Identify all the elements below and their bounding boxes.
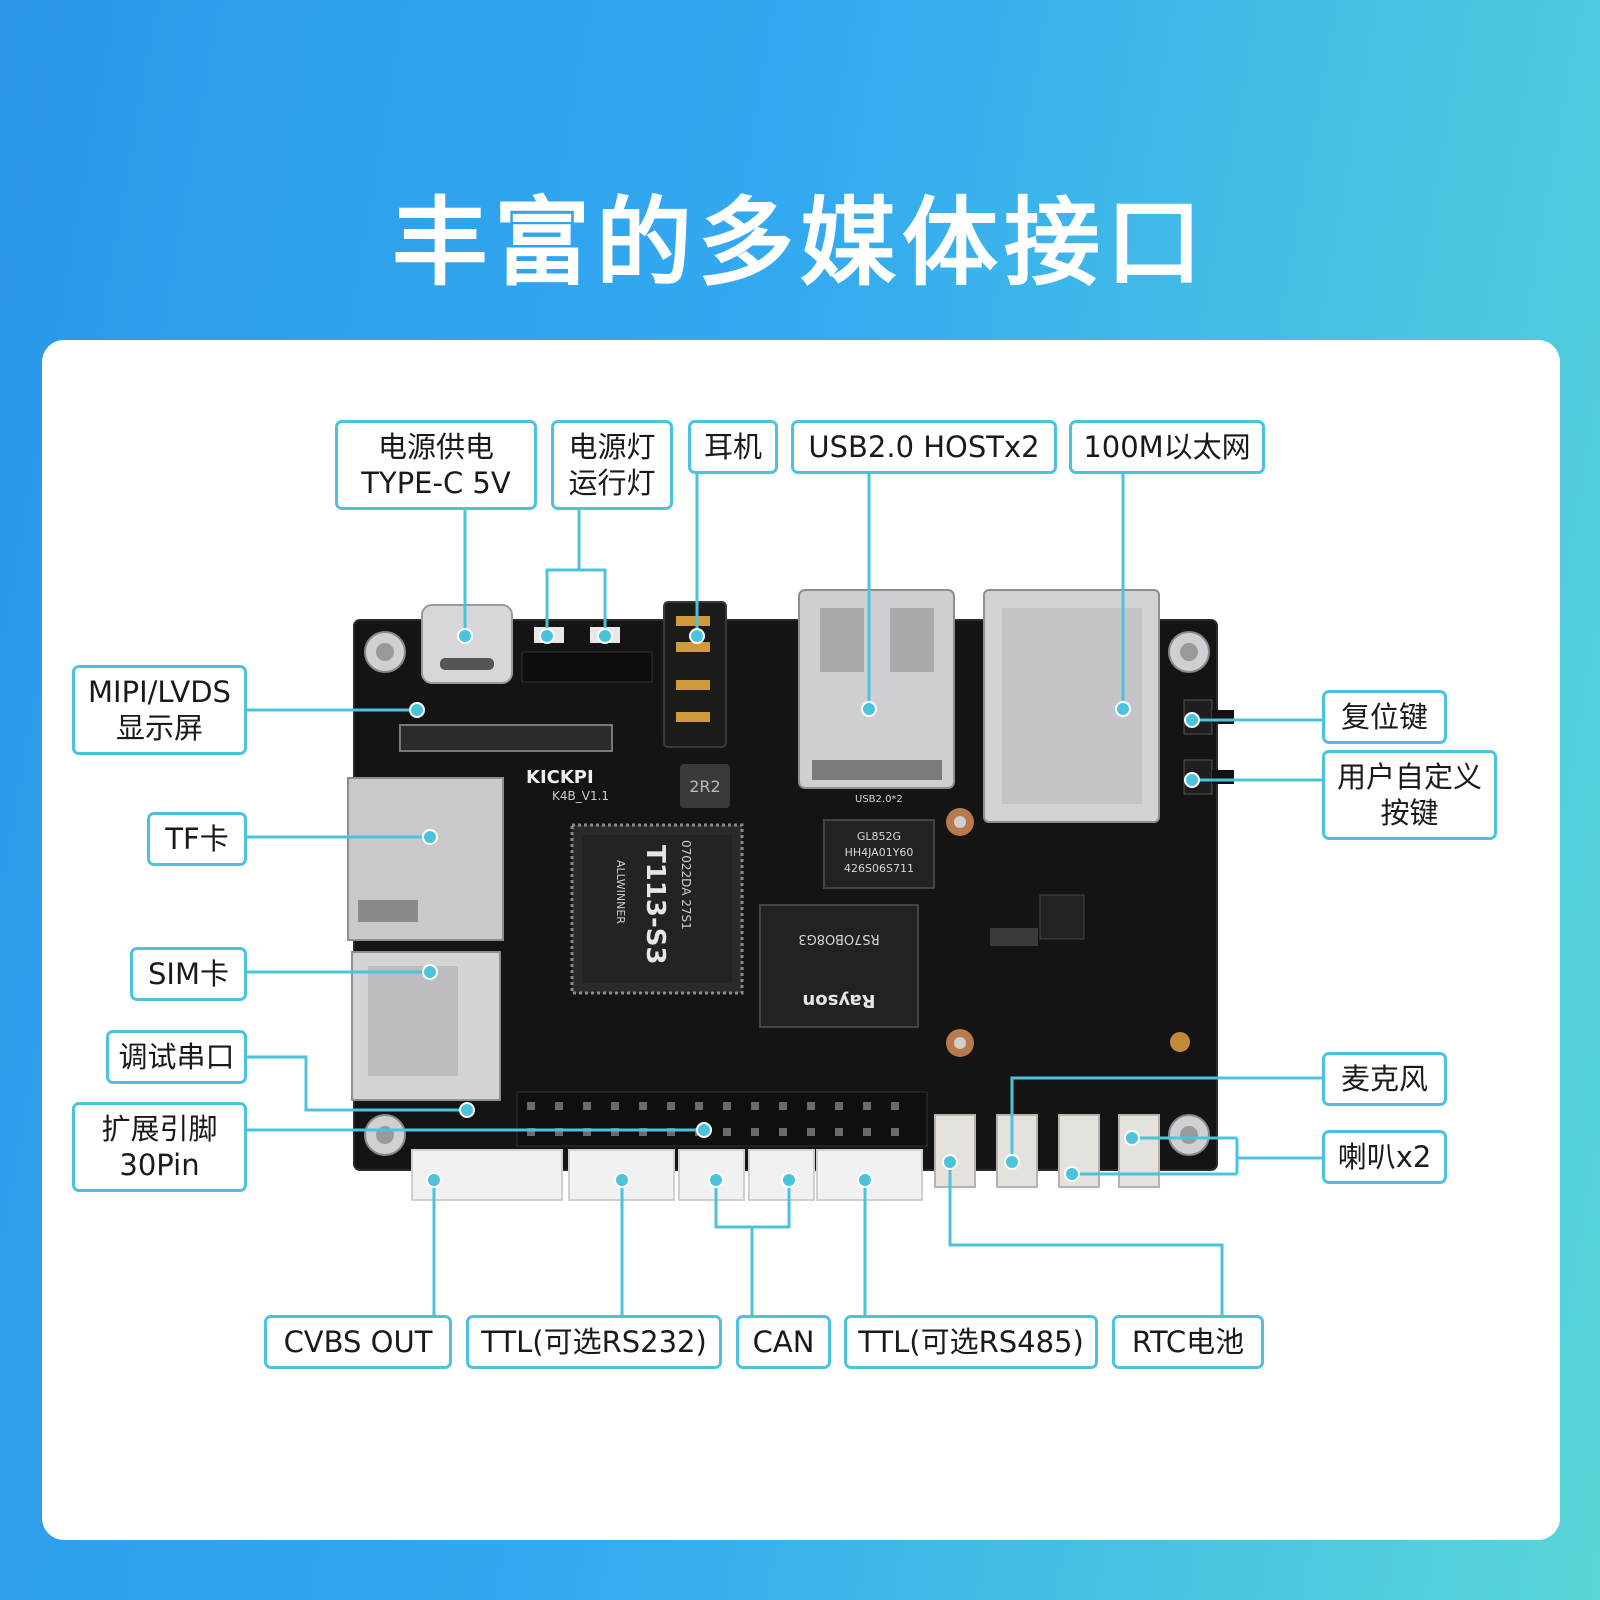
soc-chip: ALLWINNER T113-S3 07022DA 27S1 — [570, 823, 744, 995]
mounting-hole — [946, 808, 974, 836]
label-debug-uart: 调试串口 — [106, 1030, 247, 1084]
label-rtc-battery: RTC电池 — [1112, 1315, 1264, 1369]
soc-code-text: 07022DA 27S1 — [679, 840, 693, 930]
leader-dots — [409, 628, 1200, 1188]
mounting-hole — [1168, 1114, 1210, 1156]
ram-brand-text: Rayson — [802, 990, 875, 1011]
mounting-hole — [946, 1029, 974, 1057]
label-usb-host: USB2.0 HOSTx2 — [791, 420, 1057, 474]
gpio-pin-header — [516, 1091, 928, 1147]
label-can: CAN — [736, 1315, 831, 1369]
mic-connector — [996, 1114, 1038, 1188]
pcb-board: ALLWINNER T113-S3 07022DA 27S1 RS7OBO8G3… — [347, 589, 1234, 1201]
mounting-hole — [1168, 631, 1210, 673]
usb-c-port — [421, 604, 513, 684]
usb-hub-line1: GL852G — [857, 830, 901, 843]
label-ethernet: 100M以太网 — [1069, 420, 1265, 474]
content-card: ALLWINNER T113-S3 07022DA 27S1 RS7OBO8G3… — [42, 340, 1560, 1540]
mounting-hole — [364, 631, 406, 673]
usb-hub-line2: HH4JA01Y60 — [845, 846, 914, 859]
label-ttl-rs232: TTL(可选RS232) — [466, 1315, 722, 1369]
mounting-hole — [364, 1114, 406, 1156]
usb-hub-chip: GL852G HH4JA01Y60 426S06S711 — [823, 819, 935, 889]
inductor-text: 2R2 — [689, 777, 720, 796]
can-connector — [748, 1149, 815, 1201]
inductor — [680, 764, 730, 808]
label-leds: 电源灯运行灯 — [551, 420, 673, 510]
label-mic: 麦克风 — [1322, 1052, 1447, 1106]
soc-vendor-text: ALLWINNER — [614, 860, 627, 924]
label-tf-card: TF卡 — [147, 812, 247, 866]
leader-lines — [247, 472, 1322, 1315]
display-connector — [399, 724, 613, 752]
speaker-connector — [1118, 1114, 1160, 1188]
board-diagram: ALLWINNER T113-S3 07022DA 27S1 RS7OBO8G3… — [247, 472, 1322, 1315]
label-reset-key: 复位键 — [1322, 690, 1447, 744]
brand-silkscreen: KICKPI — [526, 767, 594, 788]
ram-part-text: RS7OBO8G3 — [798, 931, 879, 946]
label-ttl-rs485: TTL(可选RS485) — [844, 1315, 1098, 1369]
page-title: 丰富的多媒体接口 — [392, 187, 1208, 299]
label-cvbs-out: CVBS OUT — [264, 1315, 452, 1369]
ram-chip: RS7OBO8G3 Rayson — [759, 904, 919, 1028]
label-headphone: 耳机 — [688, 420, 778, 474]
usb-hub-line3: 426S06S711 — [844, 862, 914, 875]
soc-name-text: T113-S3 — [640, 845, 670, 965]
headphone-jack — [663, 601, 727, 748]
usb-silkscreen: USB2.0*2 — [855, 794, 903, 805]
rtc-connector — [934, 1114, 976, 1188]
label-user-key: 用户自定义按键 — [1322, 750, 1497, 840]
label-speaker: 喇叭x2 — [1322, 1130, 1447, 1184]
label-sim-card: SIM卡 — [130, 947, 247, 1001]
model-silkscreen: K4B_V1.1 — [552, 789, 609, 803]
